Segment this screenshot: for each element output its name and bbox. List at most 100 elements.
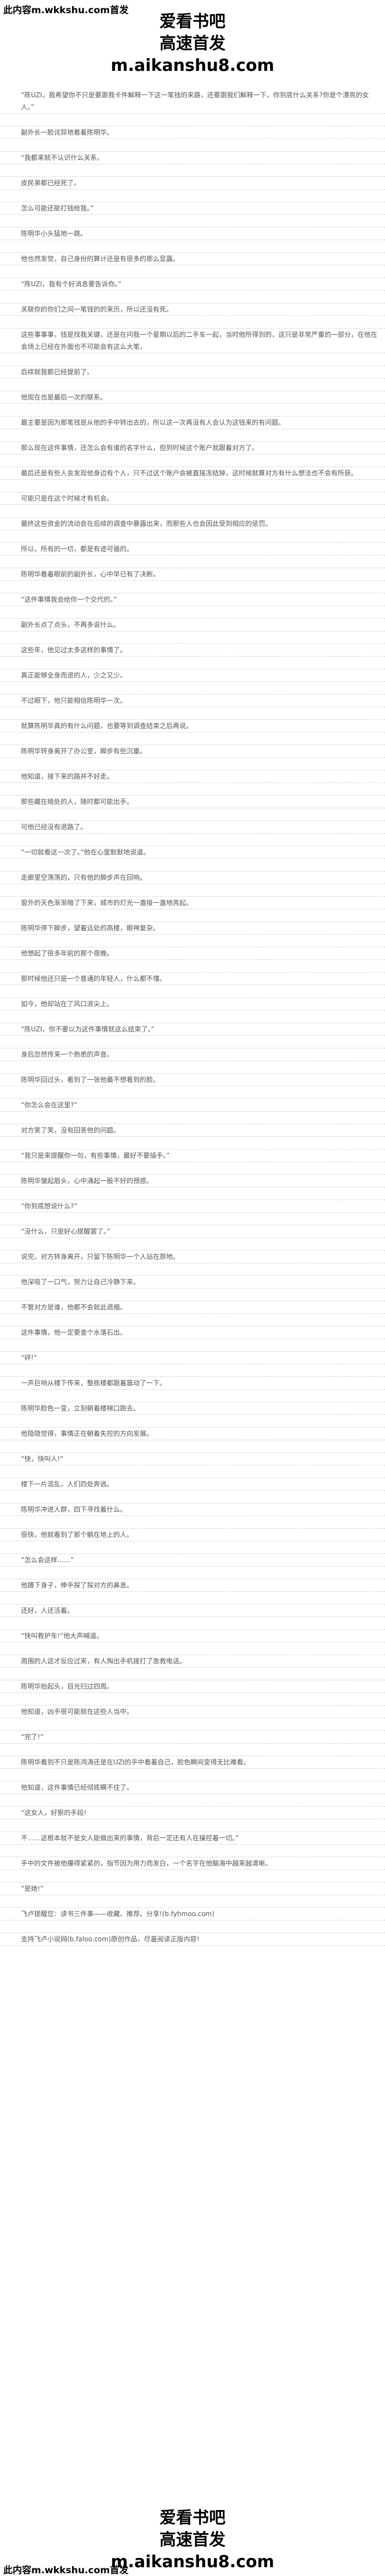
blank-line: [0, 985, 385, 998]
blank-line: [0, 758, 385, 770]
blank-line: [0, 1642, 385, 1655]
banner-subtitle: 高速首发: [160, 2530, 226, 2550]
blank-line: [0, 1567, 385, 1579]
paragraph: 陈明华冲进人群，四下寻找着什么。: [0, 1503, 385, 1516]
blank-line: [0, 1718, 385, 1731]
blank-line: [0, 884, 385, 897]
blank-line: [0, 935, 385, 947]
blank-line: [0, 1541, 385, 1554]
blank-line: [0, 834, 385, 846]
blank-line: [0, 1289, 385, 1301]
paragraph: “陈UZI，我希望你不只是要跟我卡件解释一下这一笔钱的来路，还要跟我们解释一下，…: [0, 89, 385, 114]
paragraph: 手中的文件被他攥得紧紧的，指节因为用力而发白，一个名字在他脑海中越来越清晰。: [0, 1857, 385, 1870]
paragraph: “你到底想说什么?”: [0, 1200, 385, 1213]
paragraph: 就算陈明华真的有什么问题，也要等到调查结束之后再说。: [0, 720, 385, 732]
paragraph: 陈明华回过头，看到了一张他最不想看到的脸。: [0, 1074, 385, 1086]
paragraph: 周围的人这才反应过来，有人掏出手机拨打了急救电话。: [0, 1655, 385, 1668]
paragraph: 副外长点了点头，不再多说什么。: [0, 619, 385, 631]
blank-line: [0, 1870, 385, 1883]
paragraph: 真正能够全身而退的人，少之又少。: [0, 669, 385, 682]
paragraph: 飞卢提醒您：读书三件事——收藏、推荐、分享!(b.fyhmoo.com): [0, 1908, 385, 1920]
blank-line: [0, 480, 385, 492]
paragraph: 很快，他就看到了那个躺在地上的人。: [0, 1529, 385, 1541]
blank-line: [0, 454, 385, 467]
blank-line: [0, 859, 385, 871]
paragraph: 关联你的你们之间一笔钱的的来历，所以还没有死。: [0, 303, 385, 316]
paragraph: 还好，人还活着。: [0, 1605, 385, 1617]
paragraph: “完了!”: [0, 1731, 385, 1744]
blank-line: [0, 556, 385, 568]
blank-line: [0, 1819, 385, 1832]
paragraph: 陈明华皱起眉头，心中涌起一股不好的预感。: [0, 1175, 385, 1187]
blank-line: [0, 1465, 385, 1478]
paragraph: 窗外的天色渐渐暗了下来，城市的灯光一盏接一盏地亮起。: [0, 897, 385, 909]
paragraph: 他知道，凶手很可能就在这些人当中。: [0, 1706, 385, 1718]
paragraph: 不……这根本就不是女人能做出来的事情，背后一定还有人在操控着一切。”: [0, 1832, 385, 1845]
paragraph: 皮民弟都已经死了。: [0, 177, 385, 190]
paragraph: 他知道，接下来的路并不好走。: [0, 770, 385, 783]
blank-line: [0, 215, 385, 227]
paragraph: 这些年，他见过太多这样的事情了。: [0, 644, 385, 657]
blank-line: [0, 1415, 385, 1428]
blank-line: [0, 631, 385, 644]
paragraph: “快叫救护车!”他大声喊道。: [0, 1630, 385, 1642]
chapter-content: “陈UZI，我希望你不只是要跟我卡件解释一下这一笔钱的来路，还要跟我们解释一下，…: [0, 89, 385, 2504]
paragraph: 陈明华看到不只是陈鸿涛还是在UZI的手中看着自己，脸色瞬间变得无比难看。: [0, 1756, 385, 1769]
blank-line: [0, 1011, 385, 1023]
paragraph: “怎么会这样……”: [0, 1554, 385, 1567]
blank-line: [0, 960, 385, 973]
blank-line: [0, 429, 385, 442]
blank-line: [0, 1061, 385, 1074]
blank-line: [0, 379, 385, 391]
paragraph: 他隐隐觉得，事情正在朝着失控的方向发展。: [0, 1428, 385, 1440]
blank-line: [0, 530, 385, 543]
paragraph: 他蹲下身子，伸手探了探对方的鼻息。: [0, 1579, 385, 1592]
paragraph: 那么现在这件事情，还怎么会有谁的名字什么，但到时候这个账户就跟着对方了。: [0, 442, 385, 454]
paragraph: 最终这些资金的流动会在后续的调查中暴露出来，而那些人也会因此受到相应的惩罚。: [0, 518, 385, 530]
blank-line: [0, 1390, 385, 1402]
blank-line: [0, 1592, 385, 1605]
banner-title: 爱看书吧: [160, 2508, 226, 2528]
blank-line: [0, 265, 385, 278]
blank-line: [0, 139, 385, 152]
blank-line: [0, 1238, 385, 1251]
blank-line: [0, 316, 385, 329]
paragraph: 说完，对方转身离开，只留下陈明华一个人站在原地。: [0, 1251, 385, 1263]
blank-line: [0, 1491, 385, 1503]
blank-line: [0, 114, 385, 126]
blank-line: [0, 1794, 385, 1807]
paragraph: 走廊里空荡荡的，只有他的脚步声在回响。: [0, 871, 385, 884]
site-banner-top: 爱看书吧 高速首发 m.aikanshu8.com: [0, 11, 385, 77]
paragraph: 后续就我都已经提前了。: [0, 366, 385, 379]
blank-line: [0, 808, 385, 821]
paragraph: 他知道，这件事情已经彻底瞒不住了。: [0, 1781, 385, 1794]
paragraph: 最后还是有些人会发现他身边有个人，只不过这个账户会被直接冻结掉，这时候就算对方有…: [0, 467, 385, 480]
blank-line: [0, 1339, 385, 1352]
blank-line: [0, 164, 385, 177]
paragraph: “是她!”: [0, 1883, 385, 1895]
paragraph: 他现在也是最后一次的联系。: [0, 391, 385, 404]
paragraph: 他想起了很多年前的那个夜晚。: [0, 947, 385, 960]
paragraph: 这些事事事，钱是找我关键，还是在问我一个星期以后的二手车一起，当时他所得到的，这…: [0, 329, 385, 353]
blank-line: [0, 1920, 385, 1933]
blank-line: [0, 1187, 385, 1200]
blank-line: [0, 1036, 385, 1048]
source-notice-top: 此内容m.wkkshu.com首发: [3, 5, 129, 16]
paragraph: “一切就看这一次了。”他在心里默默地说道。: [0, 846, 385, 859]
blank-line: [0, 909, 385, 922]
blank-line: [0, 1516, 385, 1529]
paragraph: 可他已经没有退路了。: [0, 821, 385, 834]
blank-line: [0, 1314, 385, 1326]
blank-line: [0, 682, 385, 695]
paragraph: 支持飞卢小说网(b.faloo.com)原创作品，尽量阅读正版内容!: [0, 1933, 385, 1946]
blank-line: [0, 606, 385, 619]
paragraph: 一声巨响从楼下传来，整栋楼都跟着震动了一下。: [0, 1377, 385, 1390]
paragraph: 那些藏在暗处的人，随时都可能出手。: [0, 796, 385, 808]
blank-line: [0, 1440, 385, 1453]
paragraph: 最主要是因为那笔钱是从他的手中转出去的，所以这一次再没有人会认为这钱来的有问题。: [0, 417, 385, 429]
blank-line: [0, 1693, 385, 1706]
blank-line: [0, 291, 385, 303]
paragraph: 楼下一片混乱，人们四处奔逃。: [0, 1478, 385, 1491]
blank-line: [0, 1617, 385, 1630]
paragraph: 如今，他却站在了风口浪尖上。: [0, 998, 385, 1011]
